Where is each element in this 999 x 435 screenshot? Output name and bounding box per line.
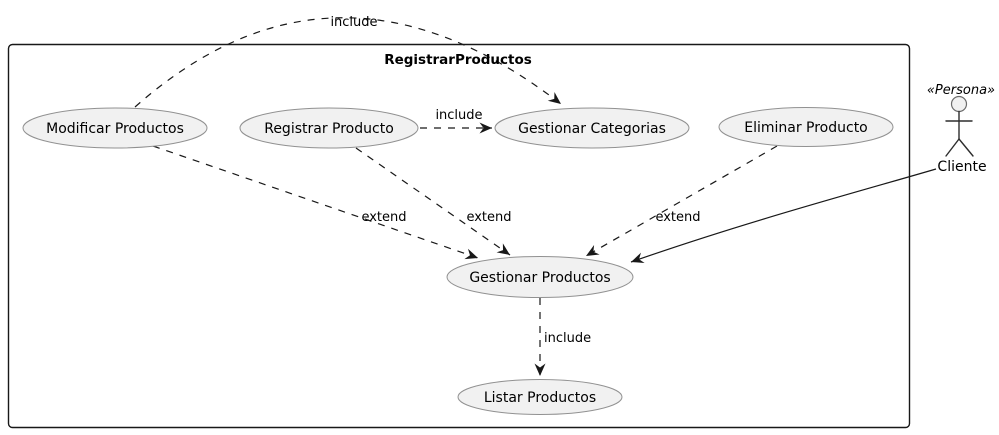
use-case-listar-productos: Listar Productos — [457, 379, 623, 415]
edge-label: extend — [466, 210, 511, 225]
edge-include-modificar-to-categorias: include — [134, 15, 562, 108]
edge-cliente-to-gestionar-productos — [630, 168, 937, 264]
actor-right-leg — [958, 138, 974, 157]
actor-name: Cliente — [937, 159, 986, 175]
edge-path — [134, 17, 562, 108]
use-case-label: Gestionar Productos — [469, 270, 610, 286]
use-case-label: Modificar Productos — [46, 121, 184, 137]
use-case-ellipse — [446, 256, 634, 298]
edge-extend-eliminar-to-gestionar-productos: extend — [585, 145, 778, 257]
edge-include-gestionar-to-listar: include — [534, 298, 591, 376]
edge-include-registrar-to-categorias: include — [420, 108, 492, 134]
edge-path — [630, 168, 937, 264]
use-case-registrar-producto: Registrar Producto — [239, 107, 419, 149]
edge-path — [585, 145, 778, 257]
use-case-ellipse — [494, 107, 690, 149]
use-case-eliminar-producto: Eliminar Producto — [718, 107, 894, 147]
use-case-ellipse — [718, 107, 894, 147]
actor-head-icon — [950, 95, 968, 113]
system-boundary-box — [7, 43, 911, 429]
use-case-modificar-productos: Modificar Productos — [22, 107, 208, 149]
use-case-ellipse — [239, 107, 419, 149]
actor-stereotype: «Persona» — [927, 83, 995, 98]
use-case-ellipse — [457, 379, 623, 415]
system-boundary-title: RegistrarProductos — [384, 52, 532, 68]
use-case-gestionar-productos: Gestionar Productos — [446, 256, 634, 298]
edge-extend-registrar-to-gestionar-productos: extend — [355, 147, 512, 256]
edge-label: include — [330, 15, 377, 30]
edge-label: extend — [361, 210, 406, 225]
edge-extend-modificar-to-gestionar-productos: extend — [152, 145, 479, 260]
edge-path — [355, 147, 511, 256]
edge-path — [152, 145, 479, 260]
edge-label: extend — [655, 210, 700, 225]
use-case-label: Eliminar Producto — [744, 120, 868, 136]
edge-label: include — [544, 331, 591, 346]
actor-cliente: «Persona» Cliente — [927, 83, 995, 175]
edge-label: include — [435, 108, 482, 123]
use-case-gestionar-categorias: Gestionar Categorias — [494, 107, 690, 149]
actor-left-leg — [945, 138, 960, 157]
use-case-label: Listar Productos — [484, 390, 596, 406]
use-case-ellipse — [22, 107, 208, 149]
use-case-label: Gestionar Categorias — [518, 121, 666, 137]
use-case-label: Registrar Producto — [264, 121, 394, 137]
